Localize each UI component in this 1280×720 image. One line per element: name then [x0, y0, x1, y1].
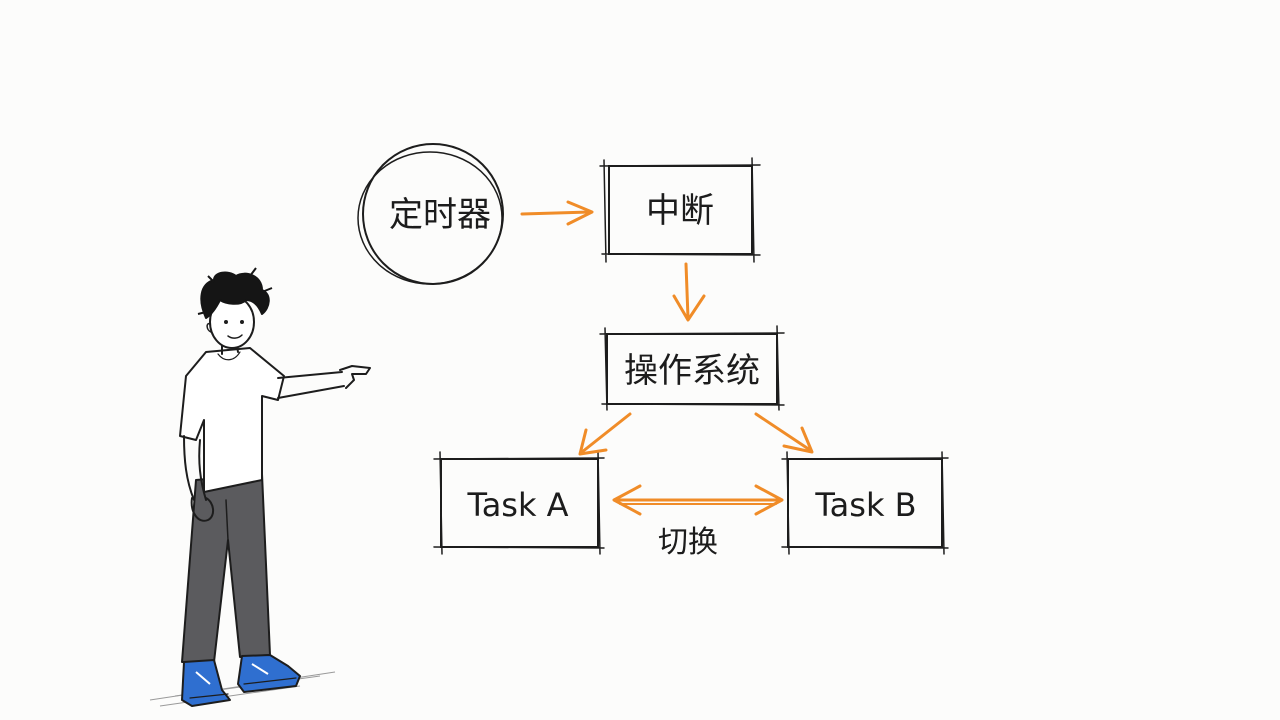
left-hand	[190, 497, 214, 522]
node-os: 操作系统	[599, 325, 785, 411]
person-pointing-icon	[149, 267, 371, 707]
shirt	[179, 347, 285, 493]
arrow-os-to-task-b	[754, 412, 814, 454]
pointing-hand	[339, 365, 371, 389]
node-interrupt-label: 中断	[646, 191, 714, 231]
hair	[200, 271, 270, 319]
node-timer-label: 定时器	[389, 195, 491, 235]
node-task-b: Task B	[781, 451, 949, 555]
node-task-a: Task A	[433, 451, 605, 555]
node-timer: 定时器	[357, 143, 504, 285]
left-shoe	[181, 659, 231, 707]
right-shoe	[237, 654, 301, 693]
node-task-a-label: Task A	[466, 486, 568, 524]
node-interrupt: 中断	[599, 157, 761, 263]
arrow-timer-to-interrupt	[520, 200, 594, 226]
arrow-interrupt-to-os	[672, 262, 706, 322]
arrow-task-a-task-b	[612, 484, 784, 516]
node-os-label: 操作系统	[624, 351, 760, 391]
node-task-b-label: Task B	[814, 486, 916, 524]
arrow-os-to-task-a	[578, 412, 632, 456]
edge-switch-label: 切换	[658, 525, 718, 560]
